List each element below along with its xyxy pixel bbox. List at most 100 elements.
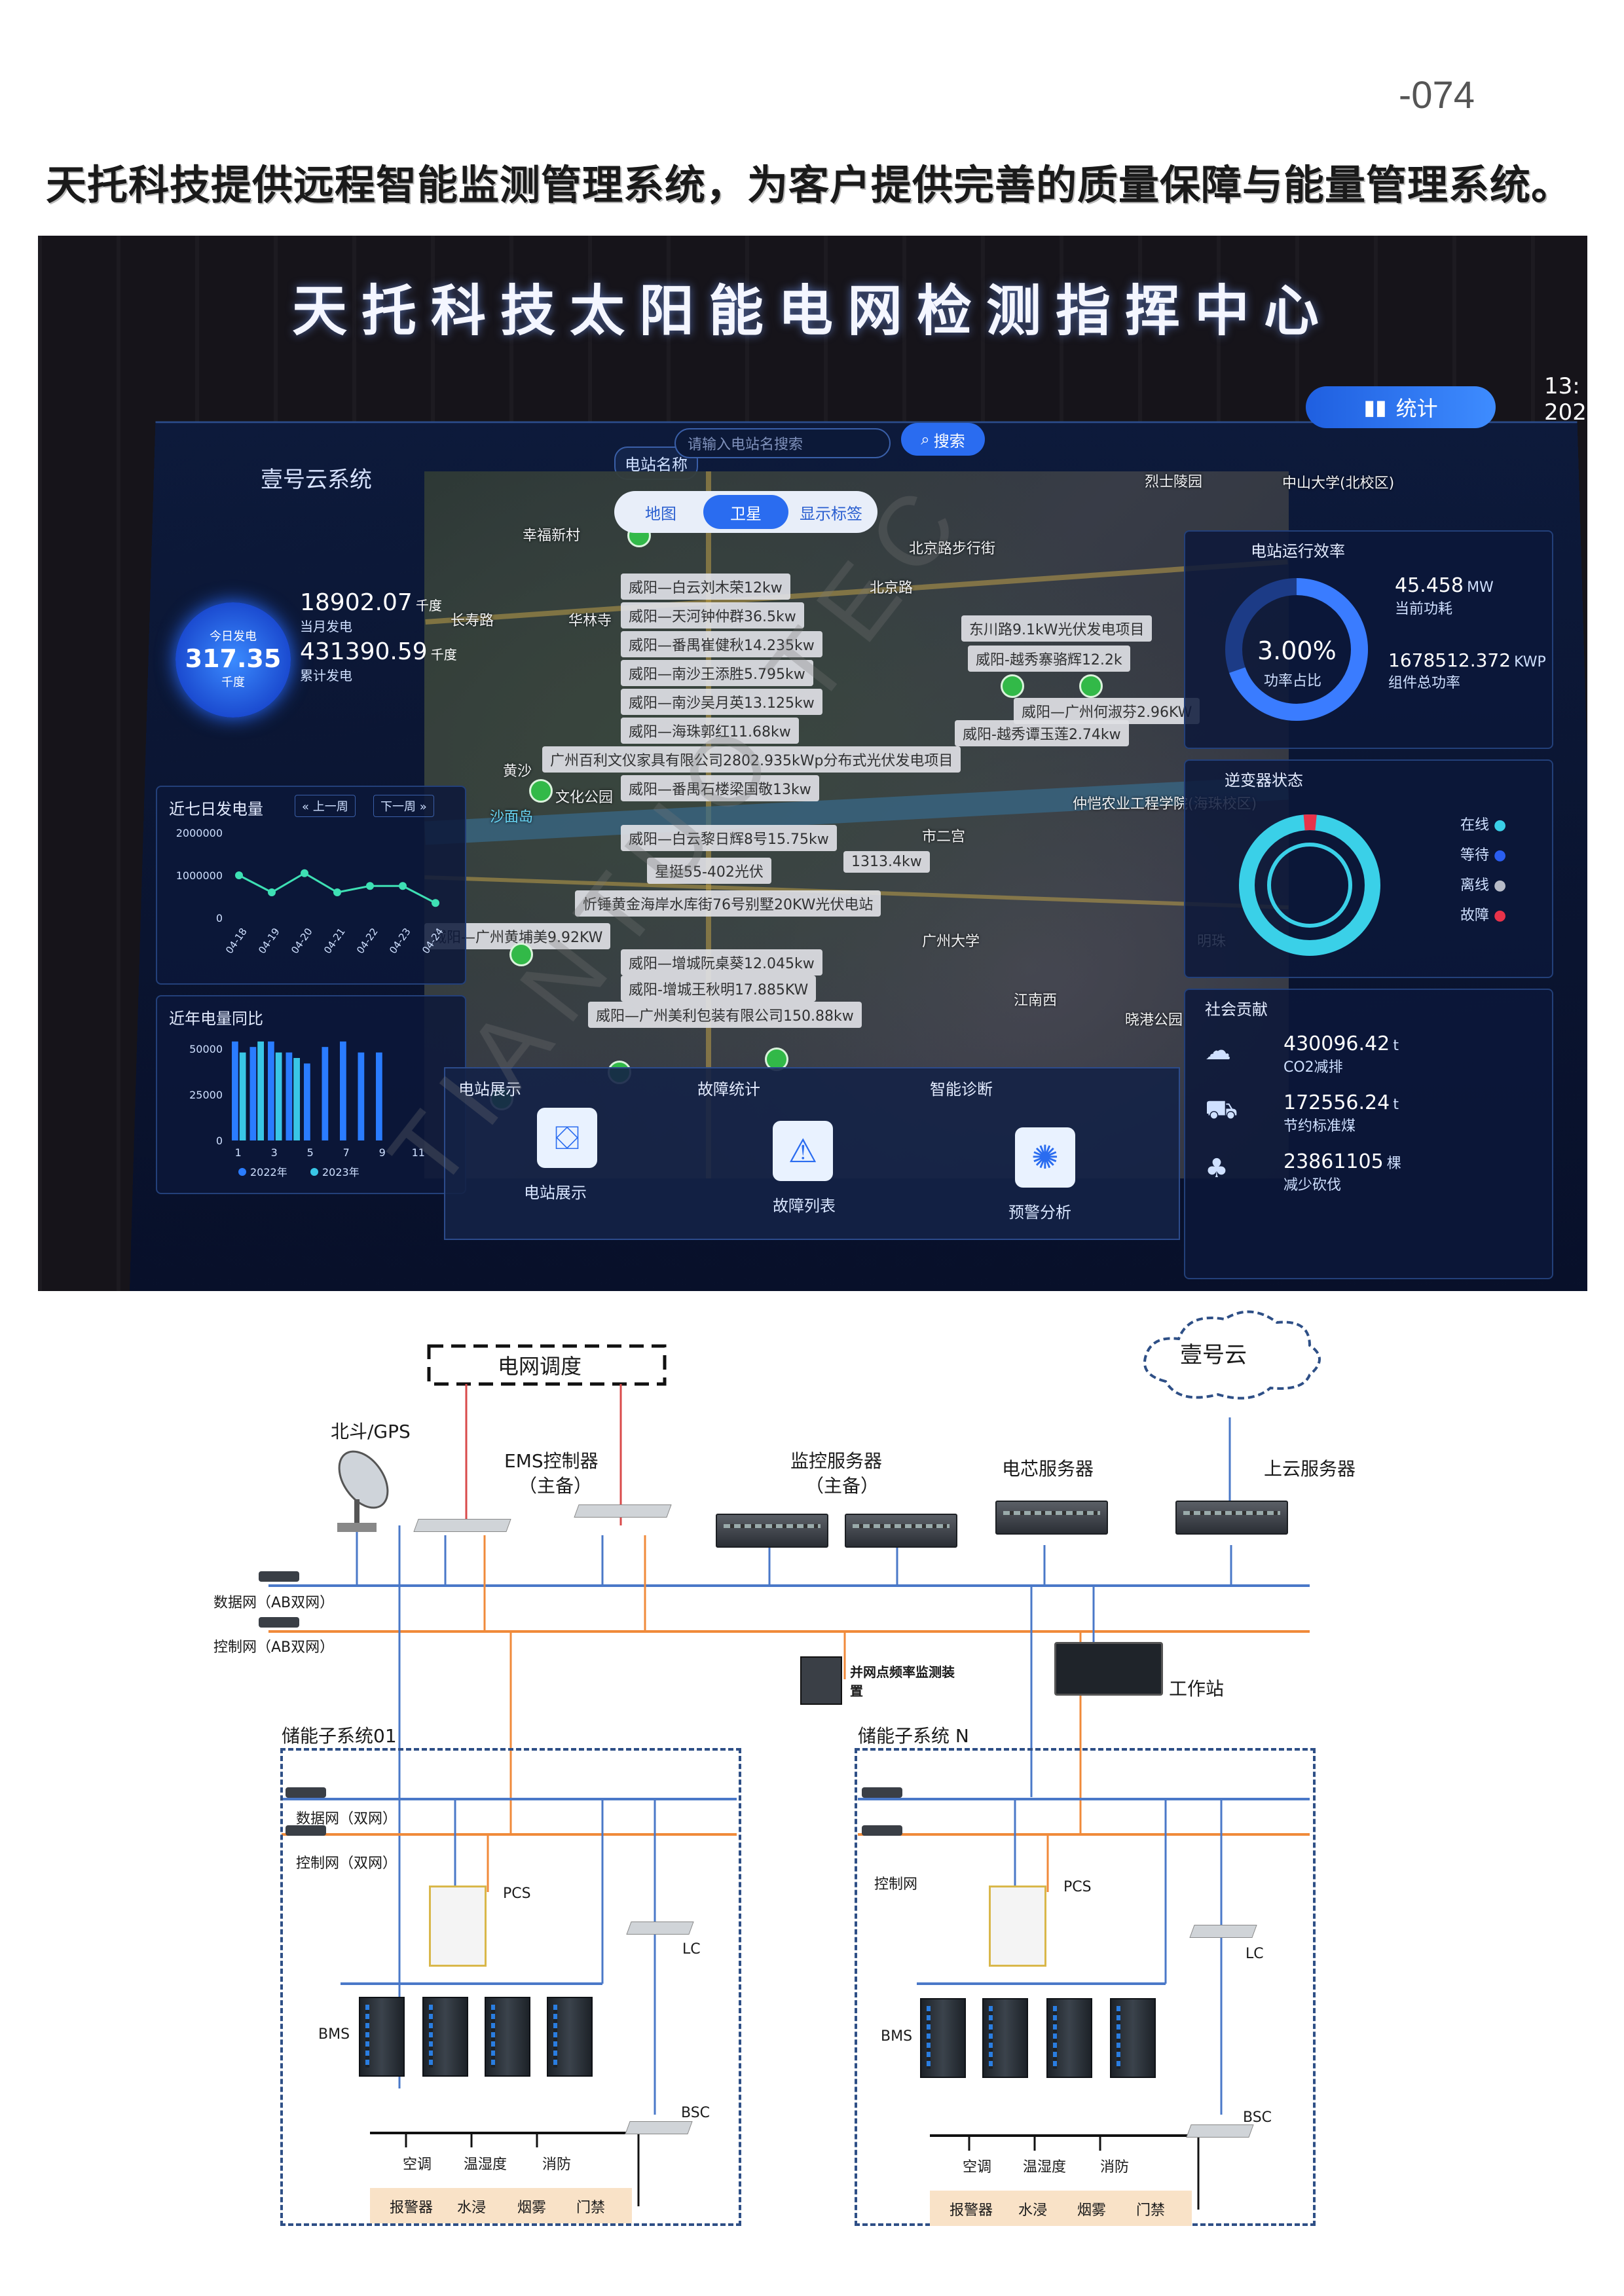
- station-pin[interactable]: [1079, 674, 1103, 698]
- data-point: [432, 899, 439, 907]
- next-week-button[interactable]: 下一周 »: [373, 795, 434, 817]
- tile-title: 故障统计: [697, 1080, 760, 1099]
- statistics-button[interactable]: ▮▮ 统计: [1306, 386, 1496, 428]
- subsystem-ctrl-net-label: 控制网（双网）: [296, 1855, 397, 1872]
- x-tick-label: 04-22: [354, 926, 380, 956]
- inverter-title: 逆变器状态: [1225, 771, 1303, 790]
- tab-satellite[interactable]: 卫星: [703, 495, 788, 529]
- tile-label[interactable]: 预警分析: [1008, 1203, 1071, 1222]
- data-point: [366, 882, 374, 890]
- map-poi: 广州大学: [922, 934, 980, 950]
- today-generation-label: 今日发电: [210, 630, 257, 644]
- power-ratio-value: 3.00%: [1257, 636, 1337, 665]
- tile-label[interactable]: 电站展示: [524, 1184, 587, 1202]
- alarm-light-icon[interactable]: ✺: [1015, 1127, 1075, 1188]
- subsystem-data-net-label: 数据网（双网）: [296, 1811, 397, 1827]
- tile-title: 智能诊断: [930, 1080, 993, 1099]
- bsc-device: [1186, 2124, 1254, 2138]
- x-tick-label: 04-20: [289, 926, 315, 956]
- station-label[interactable]: 忻锤黄金海岸水库街76号别墅20KW光伏电站: [575, 890, 881, 917]
- tab-map[interactable]: 地图: [645, 504, 676, 523]
- beidou-gps-label: 北斗/GPS: [331, 1421, 411, 1442]
- tile-label[interactable]: 故障列表: [773, 1197, 836, 1215]
- x-tick-label: 04-24: [420, 926, 446, 956]
- x-tick-label: 1: [235, 1146, 242, 1159]
- station-label[interactable]: 威阳—南沙王添胜5.795kw: [621, 660, 813, 686]
- x-tick-label: 9: [379, 1146, 386, 1159]
- total-generation-value: 431390.59: [300, 638, 428, 665]
- station-label[interactable]: 威阳—白云黎日辉8号15.75kw: [621, 825, 837, 851]
- sensor-bar: [370, 2188, 632, 2223]
- x-tick-label: 3: [271, 1146, 278, 1159]
- lc-label: LC: [682, 1941, 701, 1958]
- subsystem-01-box: [280, 1748, 741, 2226]
- contribution-item: 430096.42 t CO2减排: [1283, 1032, 1399, 1076]
- satellite-map[interactable]: 烈士陵园 中山大学(北校区) 北京路步行街 北京路 华林寺 长寿路 沙面岛 文化…: [424, 471, 1394, 1178]
- subsystem-ctrl-switch: [286, 1825, 326, 1836]
- station-display-icon[interactable]: ⛋: [537, 1108, 597, 1168]
- pcs-label: PCS: [1063, 1879, 1092, 1895]
- station-pin[interactable]: [1001, 674, 1024, 698]
- bsc-label: BSC: [1243, 2109, 1272, 2126]
- monitor-server-device: [716, 1514, 828, 1548]
- pcs-device: [989, 1886, 1046, 1967]
- station-label[interactable]: 威阳-越秀寨骆辉12.2k: [968, 646, 1130, 672]
- search-button[interactable]: ⌕ 搜索: [901, 423, 985, 456]
- bsc-device: [625, 2121, 693, 2134]
- station-pin[interactable]: [529, 779, 553, 803]
- station-label[interactable]: 1313.4kw: [843, 851, 930, 873]
- x-tick-label: 11: [412, 1146, 425, 1159]
- contribution-item: 23861105 棵 减少砍伐: [1283, 1150, 1401, 1194]
- station-label[interactable]: 威阳—天河钟仲群36.5kw: [621, 602, 804, 629]
- bar: [257, 1041, 264, 1140]
- y-tick-label: 25000: [189, 1089, 223, 1101]
- map-poi: 华林寺: [568, 613, 612, 629]
- station-pin[interactable]: [509, 943, 533, 966]
- battery-rack: [485, 1997, 530, 2077]
- prev-week-button[interactable]: « 上一周: [295, 795, 356, 817]
- bar: [268, 1041, 274, 1140]
- efficiency-panel: 电站运行效率 3.00% 功率占比 45.458 MW 当前功耗 1678512…: [1184, 530, 1553, 749]
- total-generation-unit: 千度: [430, 647, 457, 663]
- station-label[interactable]: 威阳—白云刘木荣12kw: [621, 574, 790, 600]
- diagram-lines: [268, 1310, 1321, 2210]
- station-label[interactable]: 威阳—广州何淑芬2.96KW: [1014, 698, 1200, 724]
- station-label[interactable]: 威阳—番禺崔健秋14.235kw: [621, 631, 822, 657]
- station-label[interactable]: 广州百利文仪家具有限公司2802.935kWp分布式光伏发电项目: [542, 746, 961, 773]
- station-search-input[interactable]: 请输入电站名搜索: [674, 428, 891, 458]
- month-generation-value: 18902.07: [300, 589, 413, 616]
- subsystem-ctrl-switch: [862, 1825, 902, 1836]
- map-poi: 中山大学(北校区): [1282, 475, 1395, 492]
- today-generation-badge: 今日发电 317.35 千度: [175, 602, 291, 718]
- station-label[interactable]: 威阳—海珠郭红11.68kw: [621, 718, 799, 744]
- search-icon: ⌕: [921, 430, 930, 448]
- battery-rack: [547, 1997, 593, 2077]
- station-label[interactable]: 威阳-越秀谭玉莲2.74kw: [955, 720, 1129, 746]
- station-label[interactable]: 东川路9.1kW光伏发电项目: [961, 615, 1153, 642]
- coal-cart-icon: ⛟: [1205, 1095, 1238, 1125]
- station-label[interactable]: 威阳—广州美利包装有限公司150.88kw: [588, 1002, 862, 1028]
- yearly-title: 近年电量同比: [169, 1010, 263, 1028]
- station-label[interactable]: 星挺55-402光伏: [647, 858, 771, 884]
- y-tick-label: 2000000: [176, 827, 223, 839]
- cell-server-label: 电芯服务器: [1002, 1458, 1094, 1480]
- station-label[interactable]: 威阳—增城阮桌葵12.045kw: [621, 949, 822, 975]
- bar: [286, 1052, 293, 1140]
- bar: [249, 1047, 257, 1140]
- battery-rack: [1046, 1998, 1092, 2078]
- cloud-server-label: 上云服务器: [1264, 1458, 1356, 1480]
- aux-item: 消防: [1100, 2159, 1130, 2176]
- battery-rack: [920, 1998, 966, 2078]
- legend-waiting: 等待 ●: [1460, 847, 1507, 864]
- legend-label: 2023年: [322, 1166, 360, 1178]
- station-label[interactable]: 威阳—番禺石楼梁国敬13kw: [621, 775, 819, 801]
- fault-warning-icon[interactable]: ⚠: [773, 1121, 833, 1181]
- bar: [340, 1041, 346, 1140]
- tab-show-labels[interactable]: 显示标签: [800, 504, 862, 523]
- sensor-item: 水浸: [457, 2200, 487, 2216]
- station-label[interactable]: 威阳-增城王秋明17.885KW: [621, 975, 817, 1002]
- station-label[interactable]: 威阳—南沙吴月英13.125kw: [621, 689, 822, 715]
